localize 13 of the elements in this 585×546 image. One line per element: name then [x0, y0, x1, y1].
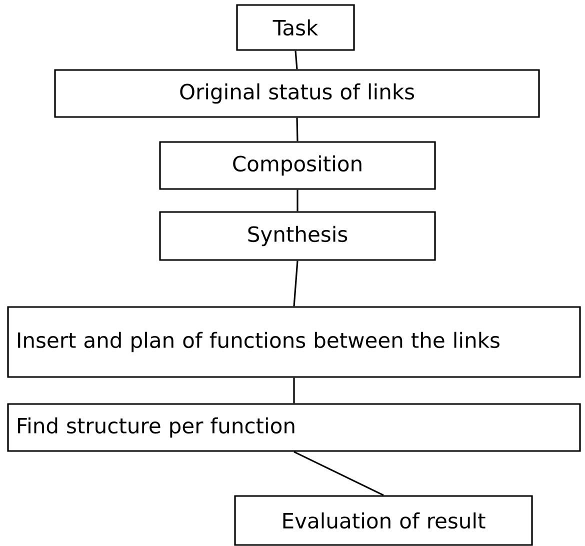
process-box: Insert and plan of functions between the links — [7, 306, 581, 378]
process-box: Synthesis — [159, 211, 436, 261]
connector-line — [296, 118, 298, 142]
process-box: Evaluation of result — [234, 495, 533, 546]
process-box: Composition — [159, 141, 436, 190]
connector-line — [296, 190, 298, 212]
connector-line — [294, 451, 384, 496]
process-box: Task — [236, 4, 355, 51]
process-box: Original status of links — [54, 69, 540, 118]
connector-line — [293, 260, 298, 306]
connector-line — [294, 50, 298, 70]
connector-line — [293, 378, 295, 404]
process-box: Find structure per function — [7, 403, 581, 452]
